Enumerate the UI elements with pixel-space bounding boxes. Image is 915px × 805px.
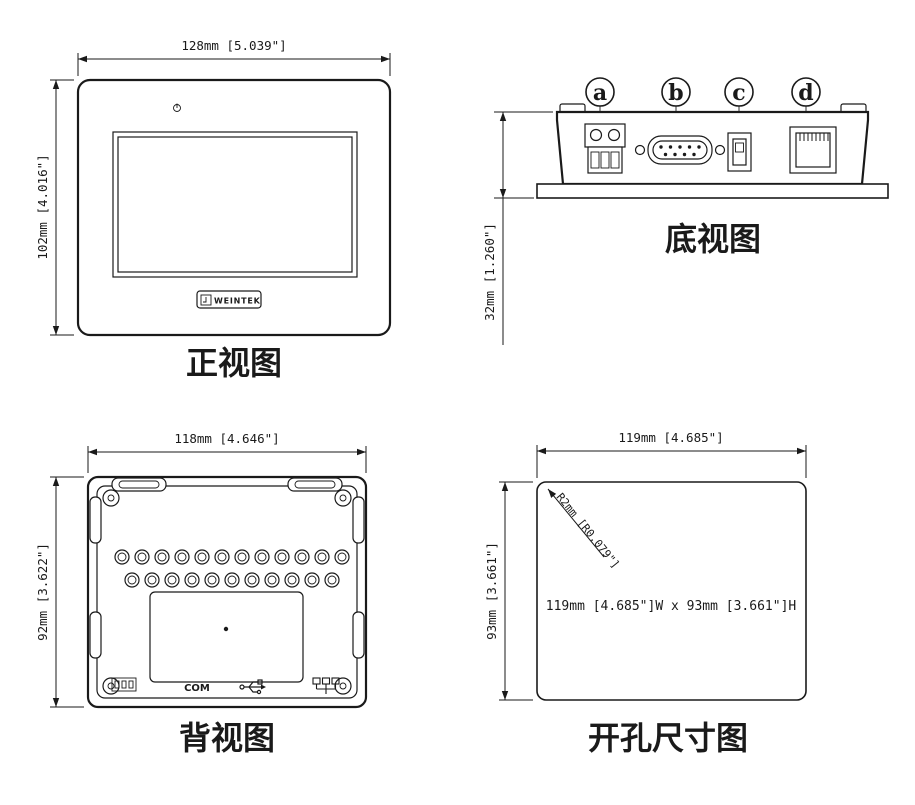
- com-port-label: COM: [184, 683, 210, 694]
- mount-clip-left-lower: [89, 611, 102, 659]
- ethernet-icon: [312, 677, 340, 694]
- front-screen-inner: [117, 136, 353, 273]
- power-led-icon: [173, 103, 181, 112]
- mount-clip-right-lower: [352, 611, 365, 659]
- vent-holes-row-1: [114, 549, 350, 565]
- plate-center-dot: [223, 626, 229, 632]
- rear-view: 118mm [4.646"] 92mm [3.622"]: [35, 431, 368, 757]
- cutout-view-label: 开孔尺寸图: [588, 719, 748, 757]
- bottom-height-dimension: 32mm [1.260"]: [482, 223, 497, 321]
- db9-serial-port: [634, 135, 726, 165]
- rj45-pins: [799, 133, 829, 141]
- port-callout-a-label: a: [593, 80, 607, 106]
- vent-holes-row-2: [124, 572, 340, 588]
- rear-width-dimension: 118mm [4.646"]: [174, 431, 279, 446]
- panel-flange: [536, 183, 889, 199]
- power-terminal-port: [584, 123, 626, 174]
- weintek-logo: WEINTEK: [196, 290, 262, 309]
- usb-port: [727, 132, 752, 172]
- port-callout-a: a: [585, 77, 615, 123]
- cutout-rectangle: [536, 481, 807, 701]
- radius-leader-line: [547, 488, 605, 558]
- cutout-width-dimension: 119mm [4.685"]: [618, 430, 723, 445]
- weintek-logo-frame: [196, 290, 262, 309]
- usb-icon: [239, 679, 266, 695]
- mount-clip-right-upper: [352, 496, 365, 544]
- front-view-label: 正视图: [186, 344, 282, 382]
- rear-height-dimension: 92mm [3.622"]: [35, 543, 50, 641]
- bottom-view: a b c d: [482, 77, 889, 345]
- front-height-dimension: 102mm [4.016"]: [35, 154, 50, 259]
- mount-clip-left-upper: [89, 496, 102, 544]
- rear-device-inner-outline: [96, 485, 358, 699]
- db9-pins: [659, 145, 701, 157]
- mount-clip-top-left: [111, 477, 167, 492]
- port-callout-b-label: b: [668, 80, 683, 106]
- cutout-view: 119mm [4.685"] 93mm [3.661"] R2mm [R0.07…: [484, 430, 807, 757]
- rear-view-label: 背视图: [179, 719, 275, 757]
- port-callout-c: c: [724, 77, 754, 132]
- port-callout-c-label: c: [732, 80, 745, 106]
- front-view: 128mm [5.039"] 102mm [4.016"] WEINTEK 正视…: [35, 38, 392, 382]
- mount-clip-top-right: [287, 477, 343, 492]
- bottom-view-label: 底视图: [665, 220, 761, 258]
- front-device-outline: [76, 78, 392, 337]
- port-callout-d-label: d: [798, 80, 813, 106]
- ethernet-port: [789, 126, 837, 174]
- cutout-size-text: 119mm [4.685"]W x 93mm [3.661"]H: [546, 599, 796, 614]
- front-screen-outer: [112, 131, 358, 278]
- weintek-logo-icon: [200, 294, 212, 306]
- port-callout-d: d: [791, 77, 821, 126]
- power-terminal-icon: [111, 677, 137, 692]
- cutout-height-dimension: 93mm [3.661"]: [484, 542, 499, 640]
- label-plate: [149, 591, 304, 683]
- weintek-logo-icon-mark: [203, 297, 207, 303]
- front-width-dimension: 128mm [5.039"]: [181, 38, 286, 53]
- weintek-logo-text: WEINTEK: [214, 297, 261, 306]
